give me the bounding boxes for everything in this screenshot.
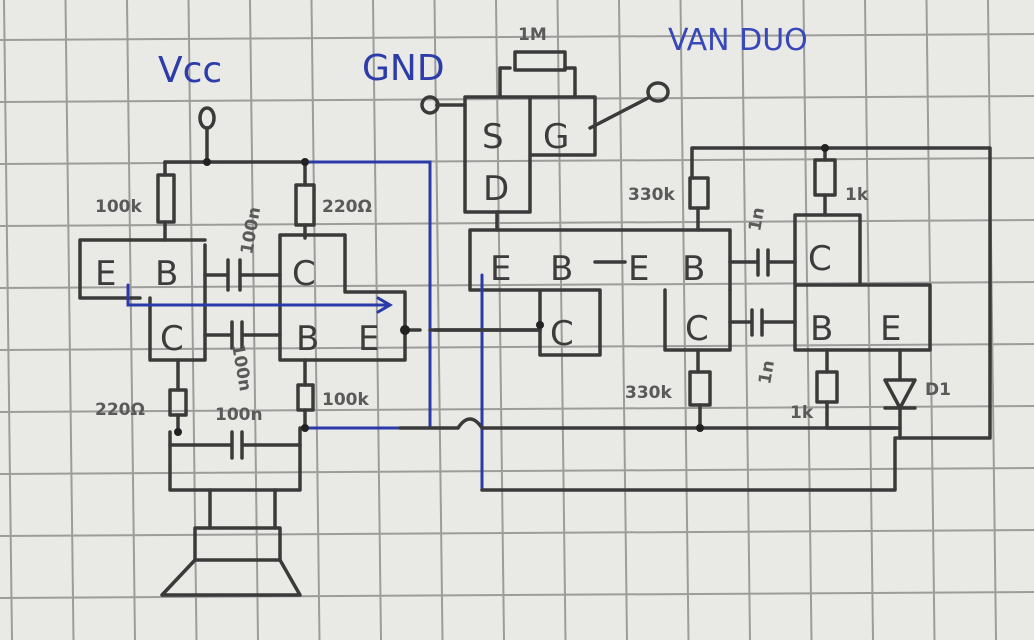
q3-b-label: B [550,249,573,289]
transistor-q5 [793,213,932,352]
capacitor-c2 [203,320,282,350]
q5-b-label: B [810,309,833,349]
grid-line-vertical [249,0,259,640]
r-gate-value: 1M [518,25,547,45]
jfet-s-label: S [482,117,504,157]
gnd-label: GND [362,48,445,89]
grid-line-vertical [618,0,628,640]
capacitor-c3 [168,426,302,492]
d1-label: D1 [925,380,951,400]
r1-value: 100k [95,197,142,217]
q2-e-label: E [358,319,379,359]
resistor-r2 [294,160,316,240]
blue-arrow-wire [126,283,393,314]
grid-line-horizontal [0,343,1034,351]
r3-value: 220Ω [95,400,145,420]
grid-line-horizontal [0,529,1034,537]
speaker-icon [160,488,302,597]
transistor-q1-c [278,233,407,362]
capacitor-c4 [728,248,797,277]
grid-line-horizontal [0,591,1034,599]
q5-e-label: E [880,309,901,349]
transistor-q3 [468,228,732,357]
r8-value: 1k [790,403,814,423]
resistor-r3 [168,358,188,434]
grid-line-vertical [433,0,444,640]
capacitor-c5 [728,308,797,337]
grid-line-vertical [679,0,690,640]
resistor-r1 [156,160,176,242]
grid-line-horizontal [0,157,1034,165]
grid-line-vertical [3,0,13,640]
grid-line-horizontal [0,219,1034,227]
resistor-r7 [688,348,712,430]
grid-line-vertical [64,0,75,640]
c2-value: 100n [227,342,255,392]
q1-c-label: C [292,254,316,294]
q4-b-label: B [682,249,705,289]
jfet-g-label: G [543,117,569,157]
c5-value: 1n [755,359,779,386]
c1-value: 100n [237,206,265,256]
grid-line-vertical [802,0,813,640]
q4-e-label: E [628,249,649,289]
junction-dots [174,144,829,436]
r6-value: 1k [845,185,869,205]
vcc-label: Vcc [158,50,222,91]
r4-value: 100k [322,390,369,410]
grid-line-horizontal [0,467,1034,475]
q3-e-label: E [490,249,511,289]
q3-c-label: C [550,314,574,354]
resistor-r5 [688,146,992,440]
grid-line-vertical [987,0,997,640]
grid-line-horizontal [0,95,1034,103]
grid-line-horizontal [0,33,1034,41]
grid-line-vertical [864,0,874,640]
ground-return-wire [398,417,897,492]
input-label: VAN DUO [668,23,808,58]
r7-value: 330k [625,383,672,403]
jfet [420,50,670,232]
blue-wire-gnd [298,160,432,430]
q1-e-label: E [95,254,116,294]
diode-d1 [883,348,917,440]
grid-line-horizontal [0,405,1034,413]
grid-line-vertical [741,0,751,640]
transistor-q1-eb [78,238,207,300]
r2-value: 220Ω [322,197,372,217]
vcc-terminal [198,106,216,164]
q5-c-label: C [808,239,832,279]
resistor-r6 [813,146,837,217]
q1-b-label: B [155,254,178,294]
q2-c-label: C [160,319,184,359]
capacitor-c1 [203,258,282,292]
grid-line-vertical [126,0,136,640]
c3-value: 100n [215,405,263,425]
q4-c-label: C [685,309,709,349]
c4-value: 1n [745,206,769,233]
jfet-d-label: D [483,169,509,209]
q2-b-label: B [296,319,319,359]
resistor-r8 [815,348,897,430]
r5-value: 330k [628,185,675,205]
resistor-r4 [296,358,315,430]
